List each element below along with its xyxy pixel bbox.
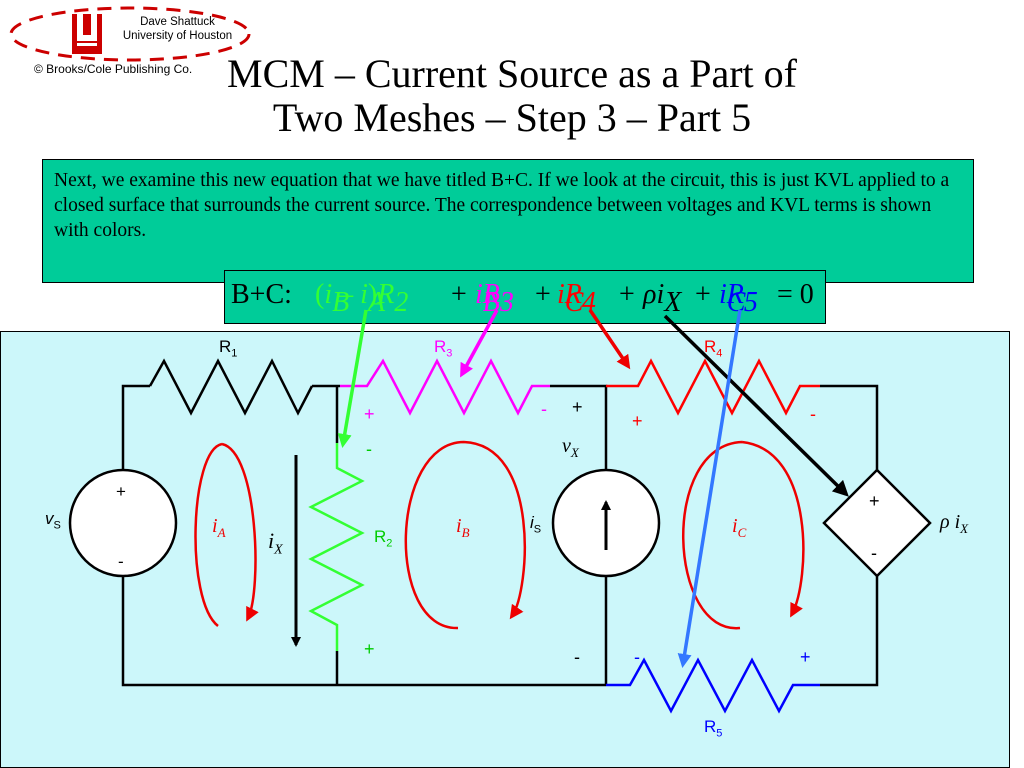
r3-correspondence-arrow-icon: [460, 309, 499, 378]
r2-correspondence-arrow-icon: [337, 309, 368, 448]
resistor-r4: [606, 358, 820, 416]
uh-logo-icon: [72, 14, 102, 54]
mesh-c-arrow-icon: [682, 440, 805, 630]
vs-minus: -: [118, 552, 124, 571]
mesh-c-label: iC: [732, 515, 747, 540]
resistor-r3: [340, 358, 550, 416]
page-title: MCM – Current Source as a Part of Two Me…: [0, 52, 1024, 140]
vx-plus: +: [572, 397, 583, 417]
equation-label: B+C:: [231, 279, 292, 310]
r3-minus: -: [541, 399, 547, 419]
r5-label: R5: [704, 717, 723, 740]
vx-minus: -: [574, 647, 580, 667]
author-affiliation: University of Houston: [122, 30, 233, 42]
title-line-2: Two Meshes – Step 3 – Part 5: [272, 95, 752, 140]
circuit-wires: [121, 384, 879, 687]
equation-rhs: = 0: [777, 279, 814, 310]
dep-minus: -: [871, 543, 877, 563]
mesh-b-label: iB: [456, 515, 470, 540]
dependent-voltage-source: [822, 468, 932, 578]
vs-plus: +: [116, 482, 126, 501]
is-label: iS: [530, 513, 542, 536]
resistor-r2: [308, 443, 365, 651]
mesh-a-arrow-icon: [194, 442, 256, 626]
r2-minus: -: [366, 439, 372, 459]
mesh-b-arrow-icon: [404, 440, 527, 630]
r1-label: R1: [219, 337, 238, 360]
dep-source-label: ρ iX: [940, 511, 969, 536]
voltage-source-vs: [68, 468, 178, 578]
author-name: Dave Shattuck: [140, 16, 215, 28]
r5-minus: -: [634, 647, 640, 667]
ix-label: iX: [268, 528, 283, 558]
r5-plus: +: [800, 647, 811, 667]
resistor-r1: [148, 358, 314, 416]
vx-label: vX: [562, 435, 579, 460]
explanation-box: Next, we examine this new equation that …: [42, 159, 974, 283]
dep-correspondence-arrow-icon: [663, 314, 849, 497]
dep-plus: +: [869, 491, 880, 511]
logo-ellipse: [9, 6, 251, 62]
author-block: Dave Shattuck University of Houston: [100, 15, 255, 43]
r2-plus: +: [364, 639, 375, 659]
r3-plus: +: [364, 404, 375, 424]
r4-plus: +: [632, 411, 643, 431]
r3-label: R3: [434, 337, 453, 360]
vs-label: vS: [45, 509, 61, 532]
r4-label: R4: [704, 337, 723, 360]
title-line-1: MCM – Current Source as a Part of: [227, 51, 797, 96]
mesh-a-label: iA: [212, 515, 226, 540]
r4-minus: -: [810, 404, 816, 424]
resistor-r5: [606, 657, 820, 714]
r4-correspondence-arrow-icon: [588, 309, 631, 370]
r2-label: R2: [374, 527, 393, 550]
publisher-credit: © Brooks/Cole Publishing Co.: [34, 62, 193, 76]
r5-correspondence-arrow-icon: [677, 309, 742, 668]
